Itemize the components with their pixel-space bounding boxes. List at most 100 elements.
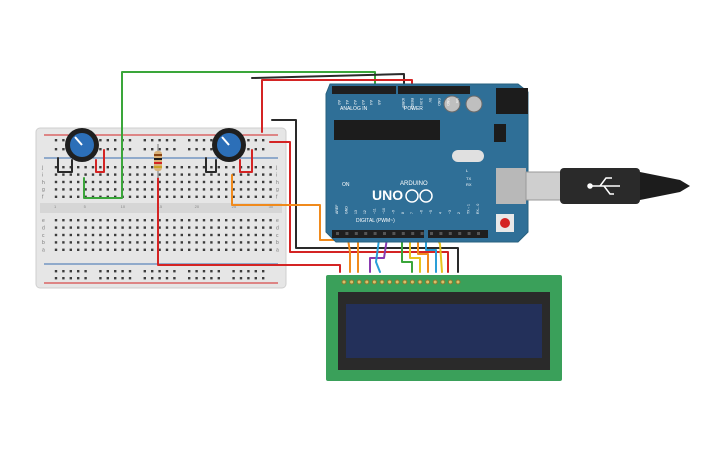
terminal-hole	[239, 219, 243, 222]
terminal-hole	[180, 180, 183, 184]
lcd-pin[interactable]	[379, 279, 385, 285]
terminal-hole	[84, 180, 87, 184]
wire-green-d4[interactable]	[401, 231, 413, 273]
wire-yellow-d5[interactable]	[409, 231, 421, 273]
lcd-pin[interactable]	[425, 279, 431, 285]
digital-header-pin[interactable]	[345, 232, 349, 235]
terminal-hole	[188, 226, 191, 229]
digital-header-pin[interactable]	[477, 232, 480, 235]
row-letter: i	[276, 172, 277, 178]
terminal-hole	[54, 166, 58, 169]
potentiometer-2[interactable]	[212, 128, 246, 162]
rail-hole	[247, 277, 250, 280]
terminal-hole	[54, 188, 58, 191]
usb-cable[interactable]	[525, 168, 690, 204]
lcd-pin[interactable]	[455, 279, 461, 285]
row-letter: h	[276, 180, 279, 186]
terminal-hole	[62, 166, 65, 169]
wire-red-pot2[interactable]	[239, 149, 253, 173]
rail-hole	[128, 277, 132, 280]
rail-hole	[239, 270, 243, 273]
digital-header-pin[interactable]	[411, 232, 415, 235]
terminal-hole	[77, 166, 80, 169]
lcd-pin[interactable]	[409, 279, 415, 285]
digital-header-pin[interactable]	[401, 232, 405, 235]
digital-pin-label: RX←0	[476, 204, 480, 214]
lcd-pin[interactable]	[364, 279, 370, 285]
wire-red-pot1[interactable]	[95, 149, 105, 173]
wire-black-pot2[interactable]	[205, 157, 217, 173]
terminal-hole	[84, 195, 87, 198]
lcd-pin[interactable]	[447, 279, 453, 285]
wire-red-lcd[interactable]	[269, 141, 449, 273]
lcd-pin[interactable]	[356, 279, 362, 285]
resistor-band-3	[154, 162, 162, 164]
lcd-pin[interactable]	[349, 279, 355, 285]
terminal-hole	[106, 226, 109, 229]
digital-header-pin[interactable]	[439, 232, 443, 235]
digital-header-pin[interactable]	[336, 232, 339, 235]
terminal-hole	[262, 173, 265, 176]
lcd-pin[interactable]	[417, 279, 423, 285]
terminal-hole	[195, 188, 198, 191]
terminal-hole	[151, 226, 154, 229]
terminal-hole	[165, 180, 169, 184]
terminal-hole	[188, 195, 191, 198]
row-letter: g	[276, 187, 279, 193]
digital-header-pin[interactable]	[420, 232, 424, 235]
terminal-hole	[136, 195, 139, 198]
wire-black-pot1[interactable]	[57, 157, 73, 173]
lcd-pin[interactable]	[341, 279, 347, 285]
rail-hole	[165, 270, 169, 273]
wire-orange-contrast[interactable]	[231, 174, 359, 273]
lcd-pin[interactable]	[394, 279, 400, 285]
rail-hole	[121, 270, 124, 273]
terminal-hole	[69, 233, 72, 237]
arduino-uno[interactable]: UNO ARDUINO DIGITAL (PWM~) ANALOG IN POW…	[325, 83, 529, 243]
digital-header-pin[interactable]	[373, 232, 377, 235]
terminal-hole	[121, 226, 124, 229]
usb-cable-end	[640, 172, 690, 200]
terminal-hole	[254, 233, 257, 237]
terminal-hole	[143, 219, 146, 222]
potentiometer-1[interactable]	[65, 128, 99, 162]
row-letter: j	[41, 165, 43, 171]
rail-hole	[54, 148, 58, 151]
digital-header-pin[interactable]	[458, 232, 462, 235]
lcd-pin[interactable]	[440, 279, 446, 285]
lcd-pin[interactable]	[402, 279, 408, 285]
rail-hole	[77, 270, 80, 273]
rail-hole	[254, 148, 257, 151]
wire-orange-d6[interactable]	[417, 231, 429, 273]
terminal-hole	[62, 241, 65, 244]
power-jack[interactable]	[496, 88, 528, 114]
wire-black-lcd[interactable]	[271, 119, 459, 273]
digital-header-pin[interactable]	[364, 232, 368, 235]
digital-pin-label: TX→1	[467, 204, 471, 214]
digital-header-pin[interactable]	[392, 232, 396, 235]
terminal-hole	[62, 233, 65, 237]
digital-header-pin[interactable]	[430, 232, 433, 235]
terminal-hole	[84, 219, 87, 222]
usb-port[interactable]	[496, 168, 526, 204]
lcd-pin[interactable]	[387, 279, 393, 285]
digital-header-pin[interactable]	[383, 232, 386, 235]
digital-header-pin[interactable]	[354, 232, 358, 235]
terminal-hole	[54, 180, 58, 184]
reset-button[interactable]	[500, 218, 510, 228]
lcd-display[interactable]	[326, 275, 562, 381]
rail-hole	[195, 277, 198, 280]
terminal-hole	[136, 188, 139, 191]
resistor[interactable]	[154, 144, 162, 178]
digital-header-pin[interactable]	[467, 232, 471, 235]
wire-black-gnd[interactable]	[251, 73, 405, 89]
wire-red-resistor[interactable]	[157, 177, 341, 273]
terminal-hole	[188, 233, 191, 237]
digital-header-pin[interactable]	[448, 232, 452, 235]
terminal-hole	[225, 195, 228, 198]
terminal-hole	[239, 180, 243, 184]
lcd-pin[interactable]	[432, 279, 438, 285]
lcd-pin[interactable]	[371, 279, 377, 285]
